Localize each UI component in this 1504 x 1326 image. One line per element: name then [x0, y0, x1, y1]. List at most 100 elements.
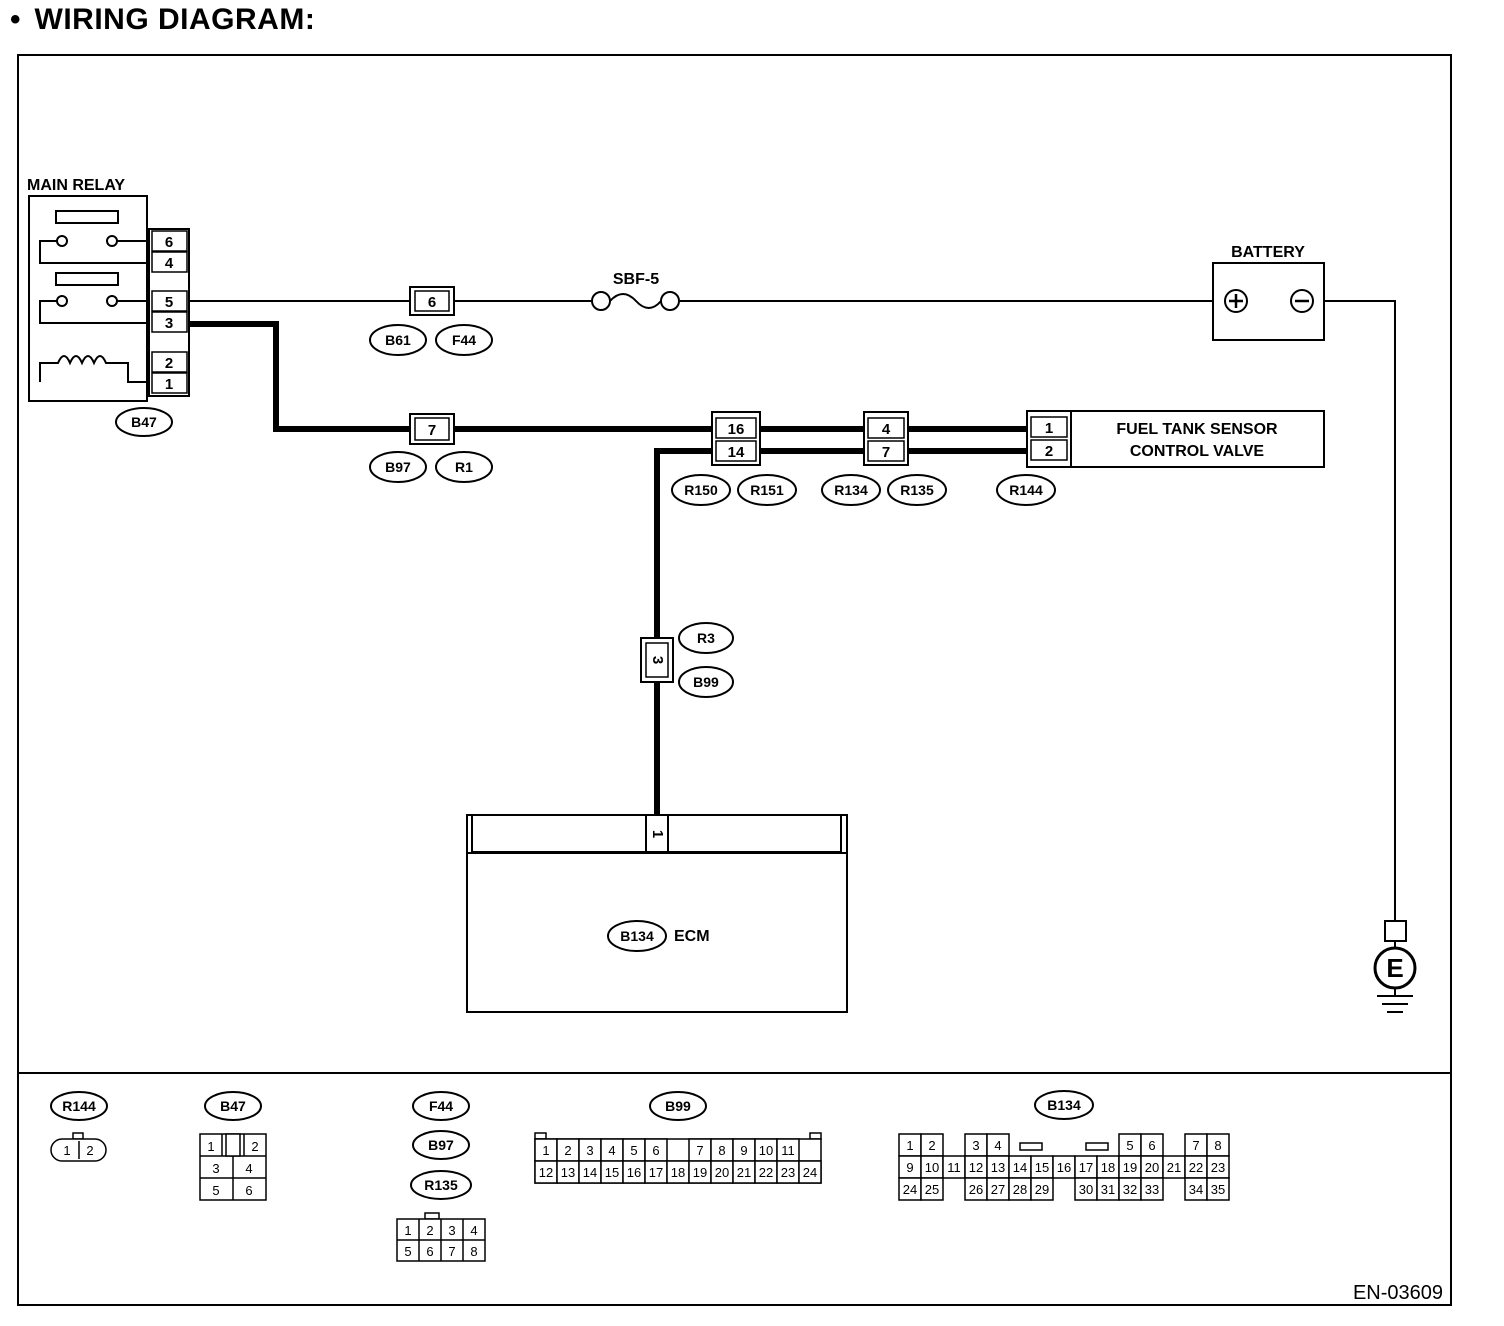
pin-cell — [920, 1177, 944, 1201]
connector-view-pin: 3 — [972, 1138, 979, 1153]
connector-view-pin: 33 — [1145, 1182, 1159, 1197]
connector-view-pin: 6 — [245, 1183, 252, 1198]
connector-view-tag: B47 — [220, 1098, 246, 1114]
junction-b97-r1: 7 B97 R1 — [369, 413, 493, 483]
connector-view-pin: 5 — [630, 1143, 637, 1158]
connector-view-tag: B99 — [665, 1098, 691, 1114]
connector-view-pin: 21 — [737, 1165, 751, 1180]
connector-view-pin: 17 — [1079, 1160, 1093, 1175]
connector-view-pin: 4 — [608, 1143, 615, 1158]
connector-tag-r1: R1 — [455, 459, 473, 475]
connector-tag-b61: B61 — [385, 332, 411, 348]
connector-view-pin: 3 — [586, 1143, 593, 1158]
connector-view-pin: 1 — [404, 1223, 411, 1238]
connector-view-pin: 17 — [649, 1165, 663, 1180]
connector-view-pin: 2 — [928, 1138, 935, 1153]
main-relay: MAIN RELAY 6 4 5 3 2 1 B47 — [27, 177, 190, 437]
connector-view-pin: 30 — [1079, 1182, 1093, 1197]
connector-tag-r134: R134 — [834, 482, 868, 498]
junction-pin: 16 — [728, 421, 745, 438]
connector-view-tag: F44 — [429, 1098, 453, 1114]
connector-view-pin: 8 — [718, 1143, 725, 1158]
connector-view-pin: 8 — [1214, 1138, 1221, 1153]
connector-view-pin: 26 — [969, 1182, 983, 1197]
connector-view-pin: 2 — [426, 1223, 433, 1238]
connector-view-pin: 22 — [1189, 1160, 1203, 1175]
relay-pin: 3 — [165, 315, 173, 332]
connector-view-pin: 11 — [947, 1160, 961, 1175]
junction-pin: 3 — [649, 656, 666, 664]
connector-view-pin: 10 — [759, 1143, 773, 1158]
connector-view-pin: 16 — [627, 1165, 641, 1180]
connector-view-pin: 4 — [994, 1138, 1001, 1153]
fuse-sbf5: SBF-5 — [591, 271, 680, 311]
connector-view-pin: 1 — [906, 1138, 913, 1153]
connector-tag-b99: B99 — [693, 674, 719, 690]
connector-view-pin: 10 — [925, 1160, 939, 1175]
ecm-pin: 1 — [649, 830, 666, 838]
junction-pin: 7 — [882, 444, 890, 461]
connector-view-pin: 6 — [652, 1143, 659, 1158]
relay-pin: 4 — [165, 255, 174, 272]
connector-view-pin: 21 — [1167, 1160, 1181, 1175]
connector-view-pin: 13 — [991, 1160, 1005, 1175]
connector-view-pin: 7 — [1192, 1138, 1199, 1153]
valve-pin: 1 — [1045, 420, 1053, 437]
battery-label: BATTERY — [1231, 244, 1305, 261]
ecm: 1 B134 ECM — [466, 814, 848, 1013]
main-relay-label: MAIN RELAY — [27, 177, 125, 194]
wires — [189, 300, 1396, 921]
connector-view-tag: B134 — [1047, 1097, 1081, 1113]
connector-tag-r3: R3 — [697, 630, 715, 646]
page-heading: • WIRING DIAGRAM: — [10, 0, 315, 40]
connector-view-pin: 8 — [470, 1244, 477, 1259]
connector-view-pin: 18 — [1101, 1160, 1115, 1175]
connector-tag-r151: R151 — [750, 482, 784, 498]
pin-cell — [798, 1160, 822, 1184]
pin-cell — [1206, 1177, 1230, 1201]
ground-symbol: E — [1373, 920, 1417, 1013]
connector-view-pin: 23 — [1211, 1160, 1225, 1175]
connector-view-pin: 6 — [426, 1244, 433, 1259]
connector-view-pin: 3 — [448, 1223, 455, 1238]
connector-view-pin: 20 — [715, 1165, 729, 1180]
connector-view-pin: 19 — [1123, 1160, 1137, 1175]
connector-view-pin: 1 — [63, 1143, 70, 1158]
ground-label: E — [1386, 953, 1403, 983]
junction-r134-r135: 4 7 R134 R135 — [821, 411, 947, 506]
connector-view-pin: 9 — [740, 1143, 747, 1158]
connector-view-pin: 1 — [207, 1139, 214, 1154]
connector-view-pin: 12 — [539, 1165, 553, 1180]
connector-view-pin: 2 — [564, 1143, 571, 1158]
connector-tag-f44: F44 — [452, 332, 476, 348]
connector-view-tag: R144 — [62, 1098, 96, 1114]
connector-view-pin: 32 — [1123, 1182, 1137, 1197]
connector-view-pin: 20 — [1145, 1160, 1159, 1175]
connector-tag-b97: B97 — [385, 459, 411, 475]
connector-view-pin: 24 — [803, 1165, 817, 1180]
connector-view-pin: 14 — [583, 1165, 597, 1180]
connector-tag-r144: R144 — [1009, 482, 1043, 498]
connector-view-pin: 18 — [671, 1165, 685, 1180]
relay-pin: 1 — [165, 376, 173, 393]
connector-view-pin: 4 — [245, 1161, 252, 1176]
connector-view-pin: 9 — [906, 1160, 913, 1175]
connector-view-pin: 28 — [1013, 1182, 1027, 1197]
connector-view-b47: B47 1 2 3 4 5 6 — [199, 1091, 267, 1201]
connector-view-pin: 7 — [696, 1143, 703, 1158]
junction-r3-b99: 3 R3 B99 — [640, 622, 734, 698]
connector-view-f44-b97-r135: F44 B97 R135 1 2 3 4 5 6 7 8 — [396, 1091, 486, 1262]
fuse-label: SBF-5 — [613, 271, 659, 288]
connector-view-tag: B97 — [428, 1137, 454, 1153]
connector-tag-r135: R135 — [900, 482, 934, 498]
connector-view-pin: 31 — [1101, 1182, 1115, 1197]
connector-view-pin: 11 — [781, 1143, 795, 1158]
connector-tag-r150: R150 — [684, 482, 718, 498]
connector-view-pin: 16 — [1057, 1160, 1071, 1175]
valve-pin: 2 — [1045, 443, 1053, 460]
heading-title: WIRING DIAGRAM: — [34, 3, 316, 36]
junction-b61-f44: 6 B61 F44 — [369, 286, 493, 356]
junction-pin: 4 — [882, 421, 891, 438]
